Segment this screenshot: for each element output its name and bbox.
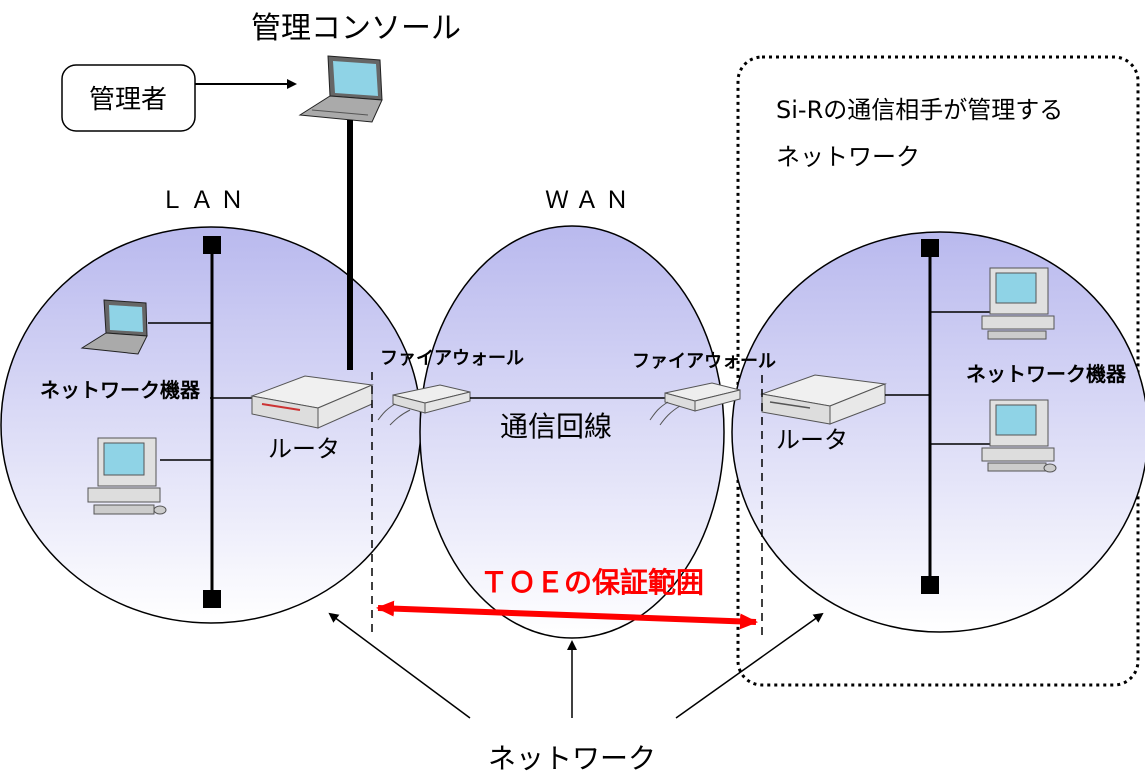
wan-label: ＷＡＮ	[545, 186, 635, 214]
network-arrow-peer	[675, 612, 824, 719]
device-left-label: ネットワーク機器	[40, 378, 201, 402]
firewall-left-icon	[377, 384, 471, 426]
router-right-icon	[760, 374, 887, 425]
firewall-right-icon	[649, 382, 741, 426]
peer-pc1-icon	[981, 267, 1055, 340]
peer-bus-terminator-top	[921, 239, 939, 257]
lan-bus-terminator-top	[203, 236, 221, 254]
toe-scope-label: ＴＯＥの保証範囲	[480, 566, 704, 599]
line-label: 通信回線	[500, 410, 612, 443]
router-left-icon	[250, 375, 374, 429]
console-label: 管理コンソール	[251, 11, 461, 46]
lan-pc-icon	[87, 437, 167, 515]
device-right-label: ネットワーク機器	[966, 362, 1127, 386]
peer-network-label-line2: ネットワーク	[776, 143, 920, 171]
admin-box	[61, 64, 196, 132]
peer-bus-terminator-bottom	[921, 576, 939, 594]
network-arrow-lan	[328, 612, 471, 719]
lan-laptop-icon	[80, 299, 148, 355]
wan-ellipse	[419, 225, 725, 639]
firewall-left-label: ファイアウォール	[380, 348, 524, 369]
lan-bus-terminator-bottom	[203, 590, 221, 608]
network-label: ネットワーク	[488, 742, 656, 775]
firewall-right-label: ファイアウォール	[632, 351, 776, 372]
peer-network-label-line1: Si-Rの通信相手が管理する	[776, 96, 1063, 124]
console-laptop-icon	[298, 55, 383, 123]
router-left-label: ルータ	[268, 435, 340, 463]
peer-pc2-icon	[981, 399, 1057, 473]
admin-label: 管理者	[89, 85, 167, 115]
router-right-label: ルータ	[776, 426, 848, 454]
lan-label: ＬＡＮ	[160, 186, 250, 214]
toe-scope-arrow	[376, 600, 758, 630]
